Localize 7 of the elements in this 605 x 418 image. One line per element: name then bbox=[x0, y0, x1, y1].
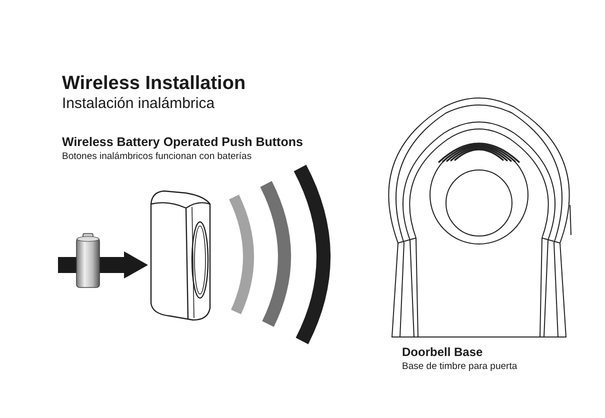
battery-drawing bbox=[76, 233, 100, 288]
device-sublabel: Base de timbre para puerta bbox=[402, 361, 518, 372]
section-heading: Wireless Battery Operated Push Buttons bbox=[62, 135, 303, 149]
section-subheading: Botones inalámbricos funcionan con baterías bbox=[62, 151, 252, 162]
subtitle: Instalación inalámbrica bbox=[62, 95, 215, 112]
title: Wireless Installation bbox=[62, 73, 246, 95]
device-label: Doorbell Base bbox=[402, 345, 484, 359]
